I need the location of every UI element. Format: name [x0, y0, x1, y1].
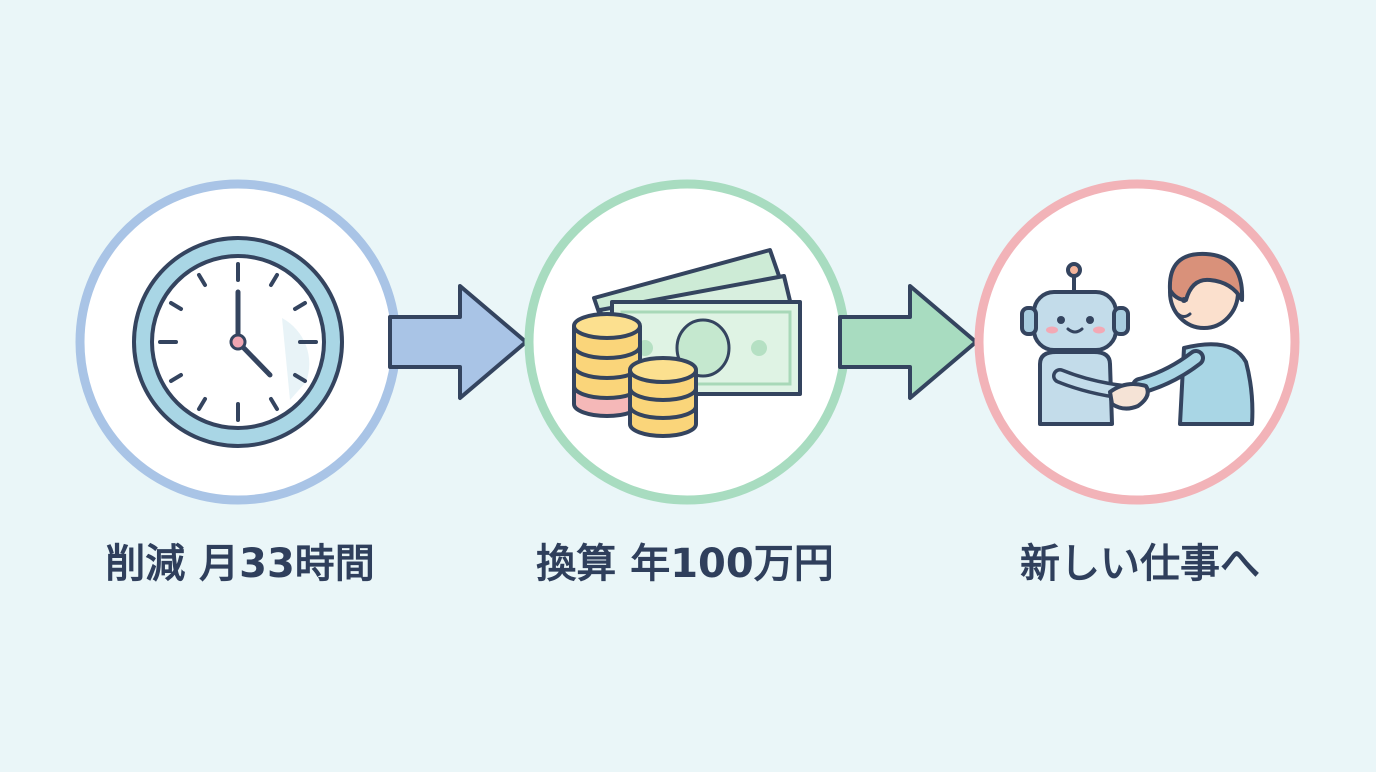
step-3-label: 新しい仕事へ — [1020, 541, 1260, 587]
step-3-ring — [974, 179, 1300, 505]
clock-icon — [132, 236, 344, 448]
step-3-node — [974, 179, 1300, 505]
robot-handshake-icon — [1020, 251, 1255, 426]
step-1-label: 削減 月33時間 — [105, 541, 375, 587]
arrow-1 — [388, 284, 528, 400]
step-2-node — [524, 179, 850, 505]
step-1-node — [75, 179, 401, 505]
money-icon — [572, 248, 802, 438]
arrow-2 — [838, 284, 978, 400]
step-2-label: 換算 年100万円 — [536, 541, 834, 587]
